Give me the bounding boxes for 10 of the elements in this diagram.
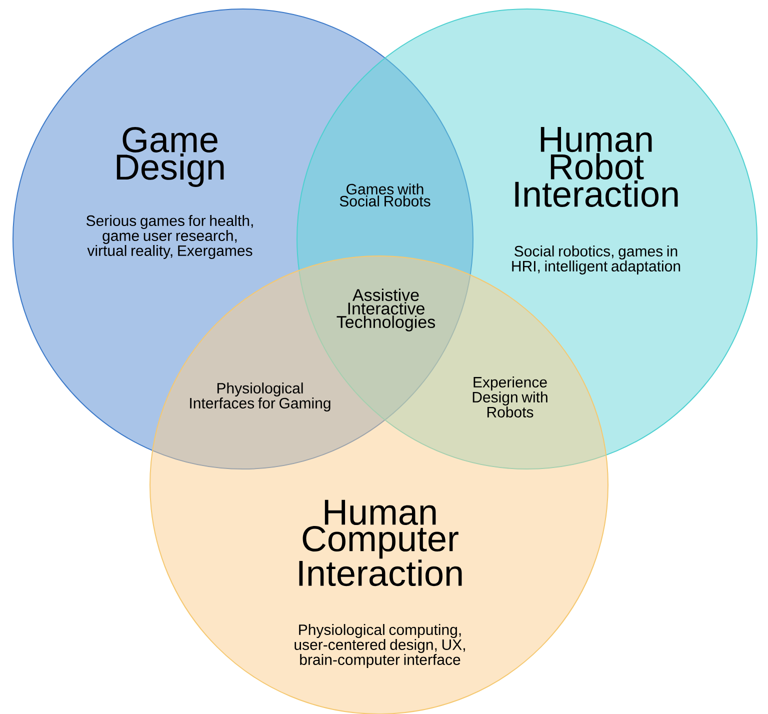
overlap-label: Games with Social Robots	[340, 184, 430, 206]
circle-description: Social robotics, games in HRI, intelligent adaptation	[512, 246, 680, 274]
overlap-label: Assistive Interactive Technologies	[336, 288, 435, 332]
overlap-label: Physiological Interfaces for Gaming	[190, 382, 330, 412]
circle-description: Physiological computing, user-centered design, UX, brain-computer interface	[294, 624, 465, 668]
circle-heading: Human Computer Interaction	[299, 500, 462, 586]
circle-heading: Human Robot Interaction	[515, 127, 678, 207]
circle-heading: Game Design	[116, 126, 224, 188]
circle-description: Serious games for health, game user research, virtual reality, Exergames	[86, 215, 253, 259]
overlap-label: Experience Design with Robots	[472, 376, 548, 418]
